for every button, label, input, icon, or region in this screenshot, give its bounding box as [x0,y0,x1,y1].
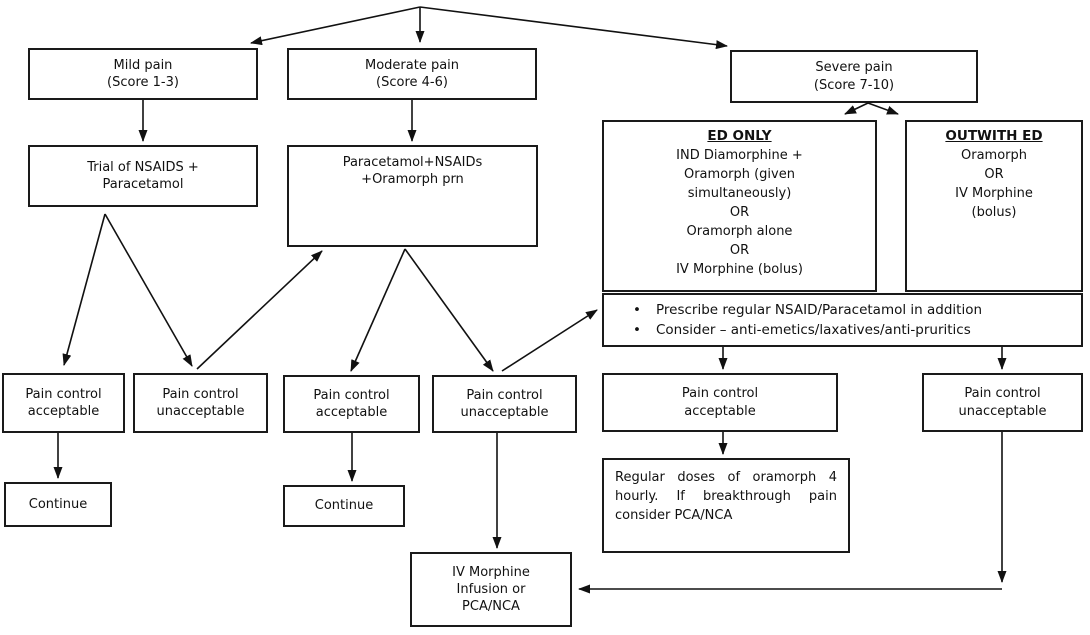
ed-only-body: IND Diamorphine + Oramorph (given simult… [676,148,803,277]
note-text: Prescribe regular NSAID/Paracetamol in a… [656,302,983,318]
arrow-para-to-pc-unacceptable [404,248,494,372]
arrow-triage-to-severe [419,6,728,50]
arrow-pc-mild-unacceptable-to-para [196,250,323,370]
note-prescribe-regular: Prescribe regular NSAID/Paracetamol in a… [618,300,982,320]
outwith-ed-body: Oramorph OR IV Morphine (bolus) [955,148,1033,220]
node-trial-nsaids-paracetamol: Trial of NSAIDS + Paracetamol [28,145,258,207]
node-pc-moderate-acceptable: Pain control acceptable [283,375,420,433]
node-pc-moderate-unacceptable: Pain control unacceptable [432,375,577,433]
node-paracetamol-nsaids-oramorph: Paracetamol+NSAIDs +Oramorph prn [287,145,538,247]
node-outwith-ed: OUTWITH ED Oramorph OR IV Morphine (bolu… [905,120,1083,292]
arrow-severe-to-ed-only [844,102,869,115]
arrow-trial-to-pc-unacceptable [104,213,193,367]
ed-only-heading: ED ONLY [707,128,772,144]
arrow-triage-to-mild [250,6,421,46]
outwith-ed-heading: OUTWITH ED [945,128,1043,144]
node-addition-notes: Prescribe regular NSAID/Paracetamol in a… [602,293,1083,347]
node-continue-moderate: Continue [283,485,405,527]
arrow-pc-moderate-unacceptable-to-notes [501,309,598,372]
node-iv-morphine-infusion: IV Morphine Infusion or PCA/NCA [410,552,572,627]
node-pc-mild-unacceptable: Pain control unacceptable [133,373,268,433]
node-pc-severe-acceptable: Pain control acceptable [602,373,838,432]
node-mild-pain: Mild pain (Score 1-3) [28,48,258,100]
node-pc-mild-acceptable: Pain control acceptable [2,373,125,433]
note-text: Consider – anti-emetics/laxatives/anti-p… [656,322,971,338]
node-ed-only: ED ONLY IND Diamorphine + Oramorph (give… [602,120,877,292]
node-severe-pain: Severe pain (Score 7-10) [730,50,978,103]
node-regular-doses-oramorph: Regular doses of oramorph 4 hourly. If b… [602,458,850,553]
arrow-severe-to-outwith-ed [867,102,899,115]
arrow-para-to-pc-acceptable [350,248,406,372]
note-consider-antiemetics: Consider – anti-emetics/laxatives/anti-p… [618,320,971,340]
arrow-trial-to-pc-acceptable [62,213,106,366]
node-pc-severe-unacceptable: Pain control unacceptable [922,373,1083,432]
node-moderate-pain: Moderate pain (Score 4-6) [287,48,537,100]
node-continue-mild: Continue [4,482,112,527]
